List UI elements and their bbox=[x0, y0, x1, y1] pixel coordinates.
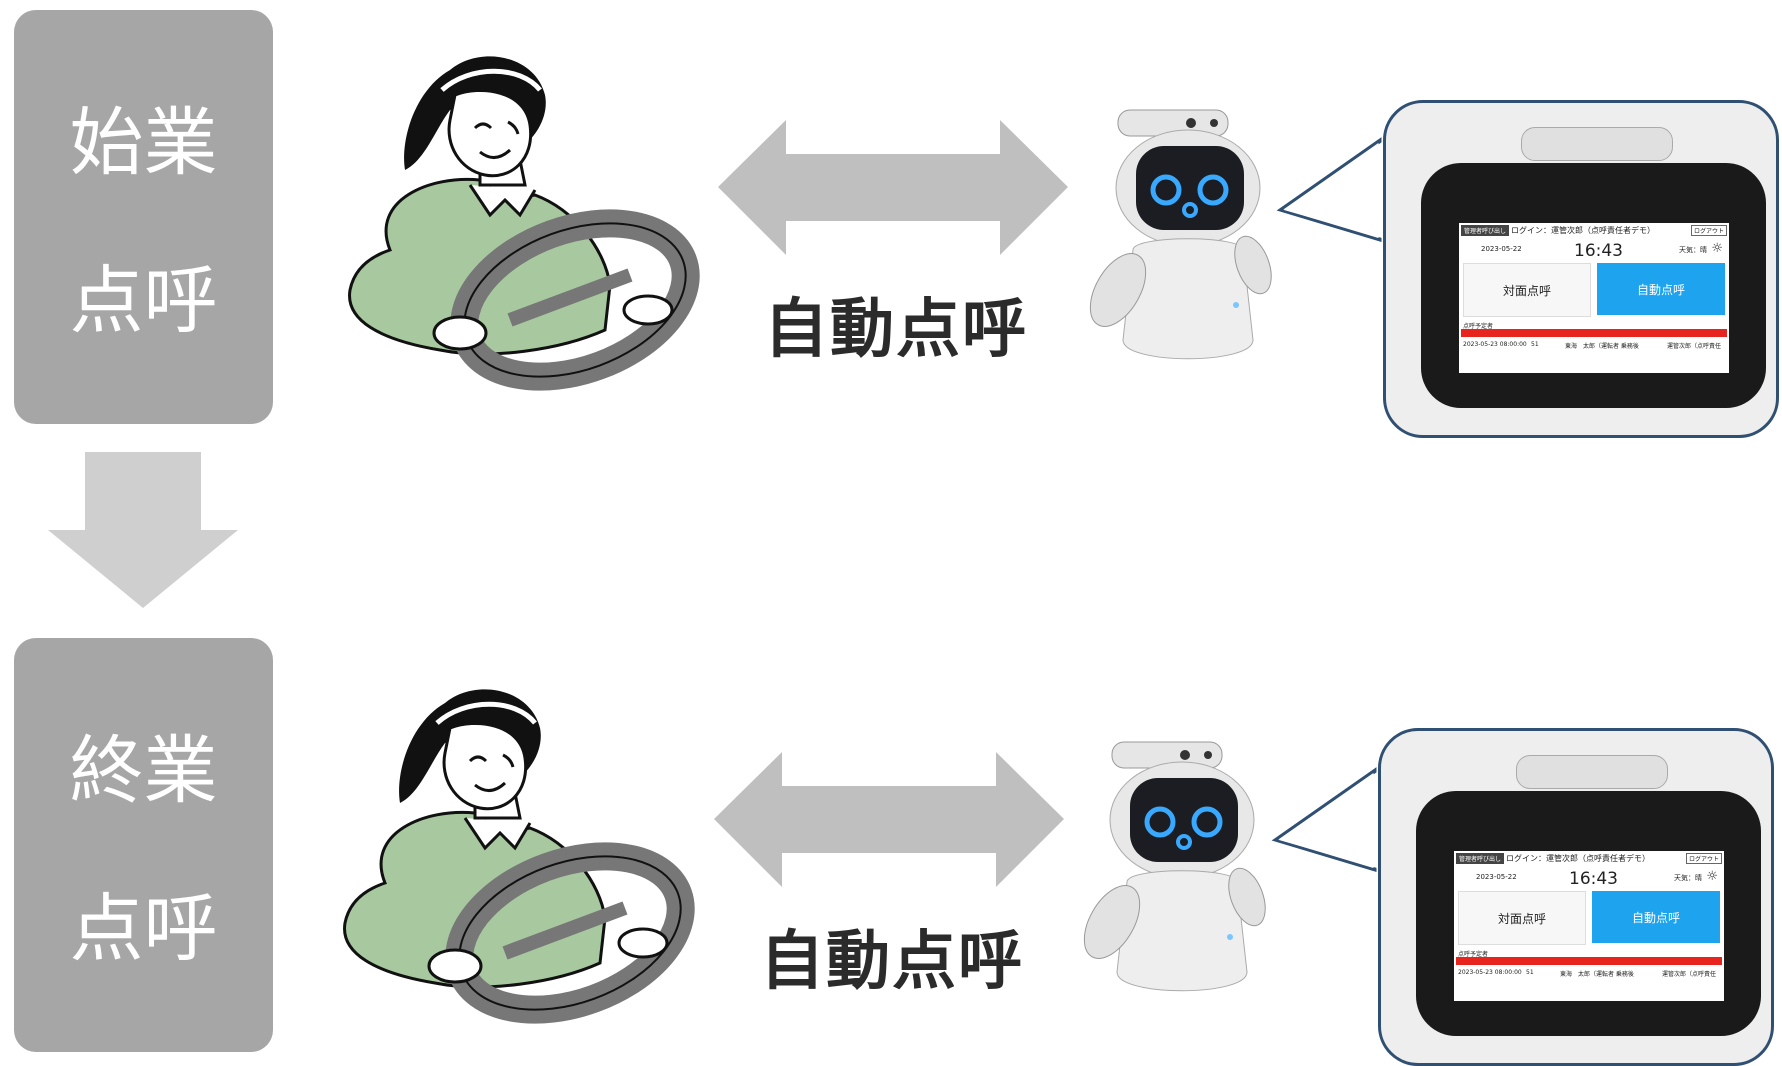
device-camera-start bbox=[1521, 127, 1673, 161]
row-number: 51 bbox=[1526, 969, 1534, 976]
row-manager: 運管次郎（点呼責任 bbox=[1662, 971, 1717, 978]
end-rollcall-box: 終業 点呼 bbox=[14, 638, 273, 1052]
schedule-label: 点呼予定者 bbox=[1458, 951, 1489, 958]
robot-illustration-start bbox=[1089, 109, 1272, 360]
robot-illustration-end bbox=[1083, 741, 1266, 992]
row-number: 51 bbox=[1531, 341, 1539, 348]
auto-rollcall-button[interactable]: 自動点呼 bbox=[1597, 263, 1725, 315]
device-screen-start: 管理者呼び出し ログイン：運管次郎（点呼責任者デモ） ログアウト 2023-05… bbox=[1459, 223, 1729, 373]
time-text: 16:43 bbox=[1569, 869, 1618, 889]
logout-button[interactable]: ログアウト bbox=[1690, 225, 1727, 236]
row-datetime: 2023-05-23 08:00:00 bbox=[1463, 341, 1527, 348]
callout-pointer-start bbox=[1276, 137, 1382, 243]
date-text: 2023-05-22 bbox=[1476, 873, 1517, 881]
weather-text: 天気：晴 bbox=[1674, 874, 1702, 882]
device-camera-end bbox=[1516, 755, 1668, 789]
bidirectional-arrow-end bbox=[714, 752, 1064, 887]
start-rollcall-line1: 始業 bbox=[69, 100, 218, 186]
driver-illustration-end bbox=[343, 689, 695, 1024]
date-text: 2023-05-22 bbox=[1481, 245, 1522, 253]
row-manager: 運管次郎（点呼責任 bbox=[1667, 343, 1722, 350]
screen-callout-end: 管理者呼び出し ログイン：運管次郎（点呼責任者デモ） ログアウト 2023-05… bbox=[1378, 728, 1774, 1066]
screen-callout-start: 管理者呼び出し ログイン：運管次郎（点呼責任者デモ） ログアウト 2023-05… bbox=[1383, 100, 1779, 438]
down-arrow bbox=[48, 452, 238, 608]
row-name: 東海 太郎（運転者 乗務後 bbox=[1565, 343, 1639, 350]
callout-pointer-end bbox=[1271, 767, 1377, 873]
face-to-face-rollcall-button[interactable]: 対面点呼 bbox=[1458, 891, 1586, 945]
device-screen-end: 管理者呼び出し ログイン：運管次郎（点呼責任者デモ） ログアウト 2023-05… bbox=[1454, 851, 1724, 1001]
face-to-face-rollcall-button[interactable]: 対面点呼 bbox=[1463, 263, 1591, 317]
auto-rollcall-label-start: 自動点呼 bbox=[764, 293, 1028, 367]
bidirectional-arrow-start bbox=[718, 120, 1068, 255]
start-rollcall-box: 始業 点呼 bbox=[14, 10, 273, 424]
admin-call-badge[interactable]: 管理者呼び出し bbox=[1456, 853, 1505, 864]
alert-row bbox=[1461, 329, 1727, 337]
auto-rollcall-label-end: 自動点呼 bbox=[760, 925, 1024, 999]
row-datetime: 2023-05-23 08:00:00 bbox=[1458, 969, 1522, 976]
end-rollcall-line2: 点呼 bbox=[69, 886, 218, 972]
auto-rollcall-button[interactable]: 自動点呼 bbox=[1592, 891, 1720, 943]
sun-icon: ☼ bbox=[1706, 869, 1718, 884]
start-rollcall-line2: 点呼 bbox=[69, 258, 218, 344]
logout-button[interactable]: ログアウト bbox=[1685, 853, 1722, 864]
login-text: ログイン：運管次郎（点呼責任者デモ） bbox=[1506, 854, 1650, 863]
alert-row bbox=[1456, 957, 1722, 965]
admin-call-badge[interactable]: 管理者呼び出し bbox=[1461, 225, 1510, 236]
schedule-label: 点呼予定者 bbox=[1463, 323, 1494, 330]
time-text: 16:43 bbox=[1574, 241, 1623, 261]
weather-text: 天気：晴 bbox=[1679, 246, 1707, 254]
row-name: 東海 太郎（運転者 乗務後 bbox=[1560, 971, 1634, 978]
end-rollcall-line1: 終業 bbox=[69, 728, 218, 814]
login-text: ログイン：運管次郎（点呼責任者デモ） bbox=[1511, 226, 1655, 235]
driver-illustration-start bbox=[348, 56, 700, 391]
sun-icon: ☼ bbox=[1711, 241, 1723, 256]
